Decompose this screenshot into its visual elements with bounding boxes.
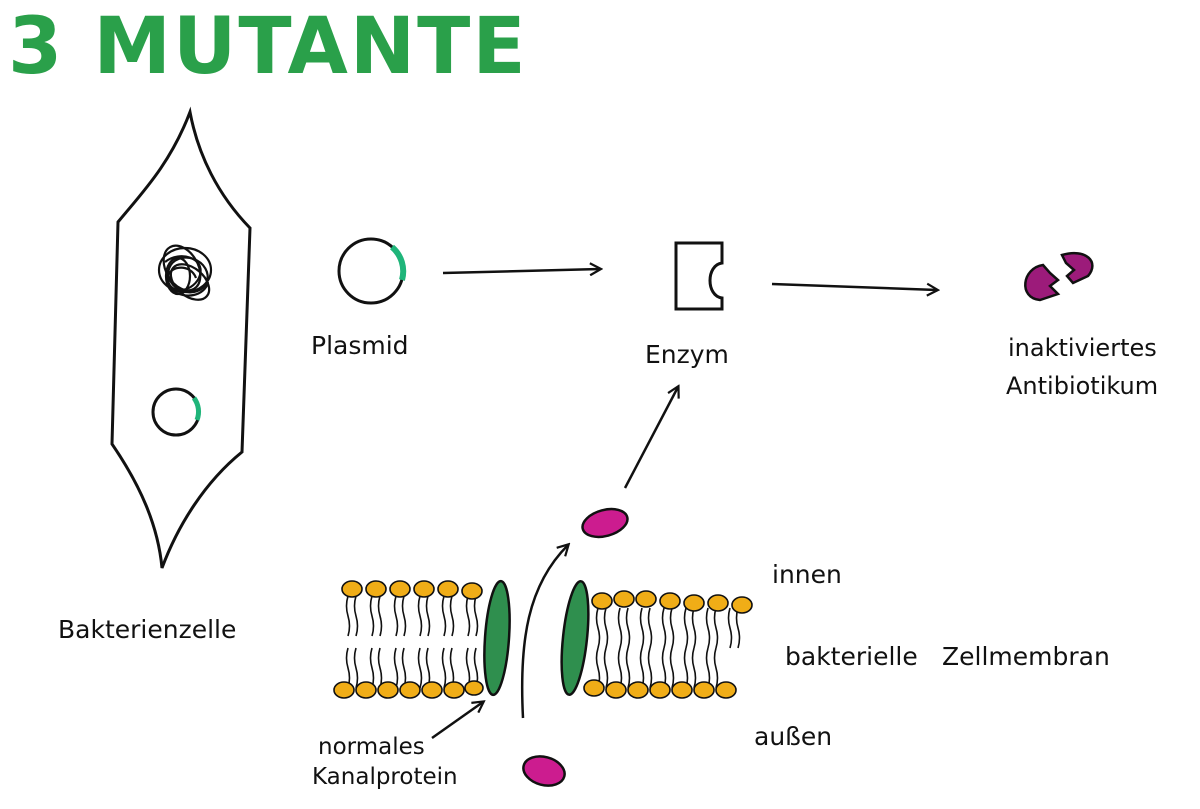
page-title: 3 MUTANTE xyxy=(8,2,528,92)
lipid-bilayer-left xyxy=(333,580,484,699)
cell-plasmid xyxy=(151,387,202,437)
label-inactivated: inaktiviertes xyxy=(1008,334,1157,362)
arrow-to-channel-protein xyxy=(431,702,483,740)
antibiotic-inside xyxy=(581,507,629,539)
label-channel-protein: Kanalprotein xyxy=(312,764,458,790)
enzyme-shape xyxy=(674,241,724,311)
label-inside: innen xyxy=(772,560,842,589)
bacterial-cell-outline xyxy=(110,106,252,569)
label-membrane-cell: Zellmembran xyxy=(942,642,1110,671)
chromosome-scribble xyxy=(157,244,213,301)
label-plasmid: Plasmid xyxy=(311,331,409,360)
label-antibiotic: Antibiotikum xyxy=(1006,372,1159,400)
inactivated-antibiotic-pill xyxy=(1024,252,1094,302)
arrow-through-channel xyxy=(520,545,568,719)
arrow-plasmid-to-enzyme xyxy=(442,269,600,273)
channel-protein-left xyxy=(483,579,511,697)
arrow-enzyme-to-antibiotic xyxy=(771,284,937,290)
arrow-antibiotic-to-enzyme xyxy=(623,387,678,489)
label-bacterial-cell: Bakterienzelle xyxy=(58,615,237,644)
label-membrane-bacterial: bakterielle xyxy=(785,642,918,671)
label-outside: außen xyxy=(754,722,833,751)
channel-protein-right xyxy=(560,580,590,696)
label-enzyme: Enzym xyxy=(645,340,729,369)
plasmid xyxy=(337,237,407,305)
antibiotic-outside xyxy=(522,755,566,787)
label-channel-normal: normales xyxy=(318,734,425,760)
lipid-bilayer-right xyxy=(583,590,753,699)
